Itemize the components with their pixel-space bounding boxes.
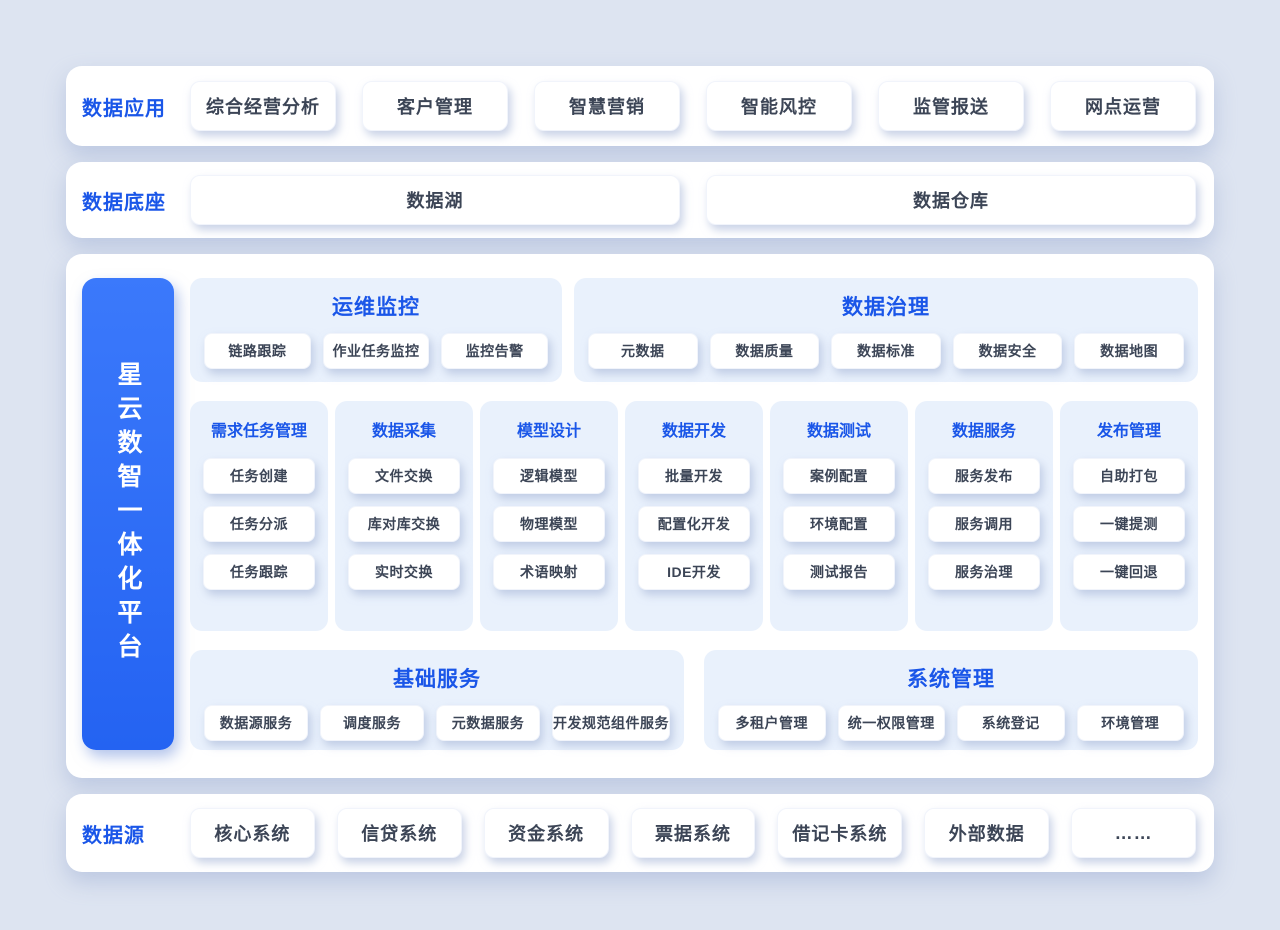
column-title: 发布管理	[1096, 423, 1161, 440]
module-pill: 服务发布	[928, 458, 1040, 494]
module-pill: 元数据	[588, 333, 698, 369]
data-governance-panel: 数据治理 元数据 数据质量 数据标准 数据安全 数据地图	[574, 278, 1198, 382]
module-pill: 数据地图	[1074, 333, 1184, 369]
column-title: 数据采集	[371, 423, 436, 440]
column-model-design: 模型设计 逻辑模型 物理模型 术语映射	[480, 401, 618, 631]
column-title: 数据开发	[661, 423, 726, 440]
module-pill: 任务分派	[203, 506, 315, 542]
column-data-services: 数据服务 服务发布 服务调用 服务治理	[915, 401, 1053, 631]
module-pill: 配置化开发	[638, 506, 750, 542]
platform-content: 运维监控 链路跟踪 作业任务监控 监控告警 数据治理 元数据 数据质量 数据标准…	[190, 278, 1198, 750]
module-pill: 一键提测	[1073, 506, 1185, 542]
base-services-items: 数据源服务 调度服务 元数据服务 开发规范组件服务	[204, 705, 670, 741]
panel-title: 运维监控	[332, 296, 420, 319]
module-pill: 任务创建	[203, 458, 315, 494]
module-pill: 物理模型	[493, 506, 605, 542]
module-pill: 链路跟踪	[204, 333, 311, 369]
module-pill: 服务治理	[928, 554, 1040, 590]
module-pill: 批量开发	[638, 458, 750, 494]
data-foundation-items: 数据湖 数据仓库	[190, 175, 1196, 225]
module-pill: 数据质量	[709, 333, 820, 369]
column-title: 数据服务	[951, 423, 1016, 440]
source-module-pill: 外部数据	[924, 808, 1050, 858]
foundation-module-pill: 数据湖	[190, 175, 680, 225]
platform-bottom-row: 基础服务 数据源服务 调度服务 元数据服务 开发规范组件服务 系统管理 多租户管…	[190, 650, 1198, 750]
system-management-items: 多租户管理 统一权限管理 系统登记 环境管理	[718, 705, 1184, 741]
panel-title: 基础服务	[393, 668, 481, 691]
module-pill: 统一权限管理	[837, 705, 945, 741]
source-module-pill: 核心系统	[190, 808, 315, 858]
app-module-pill: 综合经营分析	[190, 81, 336, 131]
app-module-pill: 客户管理	[362, 81, 508, 131]
column-release-management: 发布管理 自助打包 一键提测 一键回退	[1060, 401, 1198, 631]
module-pill: 任务跟踪	[203, 554, 315, 590]
ops-monitoring-panel: 运维监控 链路跟踪 作业任务监控 监控告警	[190, 278, 562, 382]
platform-top-row: 运维监控 链路跟踪 作业任务监控 监控告警 数据治理 元数据 数据质量 数据标准…	[190, 278, 1198, 382]
module-pill: 自助打包	[1073, 458, 1185, 494]
panel-title: 系统管理	[907, 668, 995, 691]
data-source-label: 数据源	[82, 824, 145, 847]
source-module-pill: ……	[1071, 808, 1197, 858]
column-data-testing: 数据测试 案例配置 环境配置 测试报告	[770, 401, 908, 631]
module-pill: 服务调用	[928, 506, 1040, 542]
module-pill: 数据安全	[952, 333, 1063, 369]
module-pill: 环境管理	[1076, 705, 1184, 741]
module-pill: 库对库交换	[348, 506, 460, 542]
app-module-pill: 监管报送	[878, 81, 1024, 131]
data-application-section: 数据应用 综合经营分析 客户管理 智慧营销 智能风控 监管报送 网点运营	[66, 66, 1214, 146]
module-pill: 监控告警	[441, 333, 549, 369]
column-title: 数据测试	[806, 423, 871, 440]
source-module-pill: 资金系统	[483, 808, 609, 858]
system-management-panel: 系统管理 多租户管理 统一权限管理 系统登记 环境管理	[704, 650, 1198, 750]
platform-name-bar: 星云数智一体化平台	[82, 278, 174, 750]
column-data-development: 数据开发 批量开发 配置化开发 IDE开发	[625, 401, 763, 631]
module-pill: 数据标准	[831, 333, 941, 369]
ops-monitoring-items: 链路跟踪 作业任务监控 监控告警	[204, 333, 549, 369]
module-pill: 数据源服务	[204, 705, 308, 741]
app-module-pill: 智慧营销	[534, 81, 680, 131]
data-governance-items: 元数据 数据质量 数据标准 数据安全 数据地图	[588, 333, 1184, 369]
source-module-pill: 借记卡系统	[777, 808, 903, 858]
column-task-management: 需求任务管理 任务创建 任务分派 任务跟踪	[190, 401, 328, 631]
panel-title: 数据治理	[842, 296, 930, 319]
module-pill: 作业任务监控	[322, 333, 430, 369]
column-title: 模型设计	[516, 423, 581, 440]
data-source-items: 核心系统 信贷系统 资金系统 票据系统 借记卡系统 外部数据 ……	[190, 808, 1197, 858]
source-module-pill: 票据系统	[630, 808, 756, 858]
data-application-items: 综合经营分析 客户管理 智慧营销 智能风控 监管报送 网点运营	[190, 81, 1196, 131]
foundation-module-pill: 数据仓库	[706, 175, 1196, 225]
module-pill: 案例配置	[783, 458, 895, 494]
module-pill: 术语映射	[493, 554, 605, 590]
module-pill: 调度服务	[320, 705, 424, 741]
module-pill: 一键回退	[1073, 554, 1185, 590]
module-pill: 开发规范组件服务	[552, 705, 670, 741]
module-pill: 测试报告	[783, 554, 895, 590]
module-pill: IDE开发	[638, 554, 750, 590]
app-module-pill: 网点运营	[1050, 81, 1196, 131]
module-pill: 实时交换	[348, 554, 460, 590]
data-foundation-section: 数据底座 数据湖 数据仓库	[66, 162, 1214, 238]
platform-name: 星云数智一体化平台	[114, 361, 142, 667]
platform-section: 星云数智一体化平台 运维监控 链路跟踪 作业任务监控 监控告警 数据治理 元数据	[66, 254, 1214, 778]
module-pill: 环境配置	[783, 506, 895, 542]
module-pill: 文件交换	[348, 458, 460, 494]
module-pill: 多租户管理	[718, 705, 826, 741]
platform-columns: 需求任务管理 任务创建 任务分派 任务跟踪 数据采集 文件交换 库对库交换 实时…	[190, 401, 1198, 631]
column-data-collection: 数据采集 文件交换 库对库交换 实时交换	[335, 401, 473, 631]
base-services-panel: 基础服务 数据源服务 调度服务 元数据服务 开发规范组件服务	[190, 650, 684, 750]
data-foundation-label: 数据底座	[82, 191, 166, 214]
data-application-label: 数据应用	[82, 97, 166, 120]
module-pill: 逻辑模型	[493, 458, 605, 494]
module-pill: 系统登记	[957, 705, 1065, 741]
column-title: 需求任务管理	[210, 423, 307, 440]
data-source-section: 数据源 核心系统 信贷系统 资金系统 票据系统 借记卡系统 外部数据 ……	[66, 794, 1214, 872]
module-pill: 元数据服务	[436, 705, 540, 741]
app-module-pill: 智能风控	[706, 81, 852, 131]
source-module-pill: 信贷系统	[336, 808, 462, 858]
